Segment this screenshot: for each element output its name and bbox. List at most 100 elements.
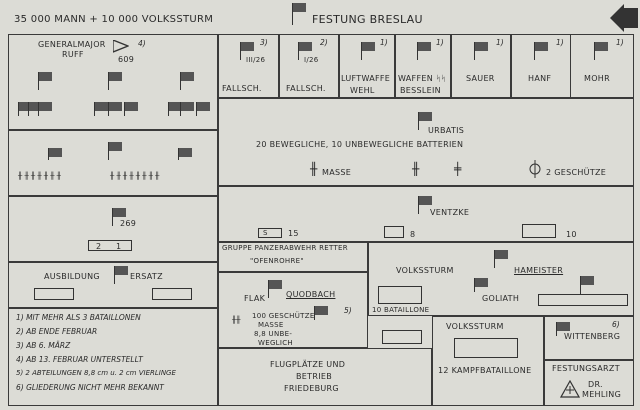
unit-4-note: 1) — [436, 38, 444, 47]
airfields-line1: FLUGPLÄTZE UND — [270, 360, 346, 369]
ventzke-box — [218, 186, 634, 242]
training-box — [8, 262, 218, 308]
unit-3-label: LUFTWAFFE — [341, 74, 391, 83]
ventzke-num8: 8 — [410, 230, 416, 239]
unit-2-label: FALLSCH. — [286, 84, 326, 93]
flak-flag-icon — [268, 280, 282, 298]
flak-note: 5) — [344, 306, 352, 315]
regiment-flag-8-icon — [180, 102, 194, 116]
unit-6-note: 1) — [556, 38, 564, 47]
footnotes-box — [8, 308, 218, 406]
regiment-flag-3-icon — [38, 102, 52, 116]
gun-symbol-icon: ╫ ╫ ╫ ╫ ╫ ╫ ╫ ╫ — [110, 172, 160, 180]
unit-flag-5-icon — [474, 42, 488, 60]
ventzke-unit-10 — [522, 224, 556, 238]
mid-flag-1-icon — [48, 148, 62, 160]
volkssturm2-label: VOLKSSTURM — [446, 322, 504, 331]
volkssturm-box — [368, 242, 634, 316]
unit-5-label: SAUER — [466, 74, 495, 83]
flak-sub-flag-icon — [314, 306, 328, 320]
header-strength: 35 000 MANN + 10 000 VOLKSSTURM — [14, 14, 214, 25]
footnote-2: 2) AB ENDE FEBRUAR — [16, 327, 98, 336]
training-label: AUSBILDUNG — [44, 272, 100, 281]
arrow-left-icon — [610, 4, 638, 32]
arzt-name2: MEHLING — [582, 390, 622, 399]
footnote-3: 3) AB 6. MÄRZ — [16, 341, 71, 350]
header-title: FESTUNG BRESLAU — [312, 13, 423, 26]
ventzke-num10: 10 — [566, 230, 577, 239]
regiment-flag-5-icon — [108, 102, 122, 116]
artillery-box — [218, 98, 634, 186]
heavy-gun-icon — [529, 160, 541, 178]
footnote-4: 4) AB 13. FEBRUAR UNTERSTELLT — [16, 355, 143, 364]
division-number: 269 — [120, 219, 137, 228]
unit-1-note: 3) — [260, 38, 268, 47]
flak-bewegl2: WEGLICH — [258, 339, 293, 347]
left-corps-box — [8, 34, 218, 130]
unit-3-sub: WEHL — [350, 86, 375, 95]
division-unit-2: 2 — [96, 242, 102, 251]
flak-masse: MASSE — [258, 321, 284, 329]
regiment-flag-4-icon — [94, 102, 108, 116]
medical-triangle-icon — [560, 380, 580, 398]
training-flag-icon — [114, 266, 128, 284]
artillery-commander: URBATIS — [428, 126, 465, 135]
s-unit-label: S — [263, 229, 268, 237]
unit-flag-1-icon — [240, 42, 254, 60]
volkssturm-strip-flag-icon — [580, 276, 594, 294]
volkssturm-bataillone: 10 BATAILLONE — [372, 306, 430, 314]
division-flag-icon — [112, 208, 126, 226]
mid-flag-2-icon — [108, 142, 122, 160]
unit-cell-4 — [395, 34, 451, 98]
volkssturm-unit-strip — [538, 294, 628, 306]
ventzke-unit-8 — [384, 226, 404, 238]
unit-1-id: III/26 — [246, 56, 266, 64]
unit-cell-2 — [279, 34, 339, 98]
unit-5-note: 1) — [496, 38, 504, 47]
unit-2-id: I/26 — [304, 56, 319, 64]
unit-2-note: 2) — [320, 38, 328, 47]
unit-cell-1 — [218, 34, 279, 98]
training-unit-left — [34, 288, 74, 300]
arzt-label: FESTUNGSARZT — [552, 364, 620, 373]
flak-bewegl: 8,8 UNBE- — [254, 330, 293, 338]
unit-flag-7-icon — [594, 42, 608, 60]
division-box — [8, 196, 218, 262]
flak-unit-box — [382, 330, 422, 344]
unit-cell-6 — [511, 34, 571, 98]
training-unit-right — [152, 288, 192, 300]
arzt-box — [544, 360, 634, 406]
artillery-guns: 2 GESCHÜTZE — [546, 168, 607, 177]
artillery-masse: MASSE — [322, 168, 352, 177]
regiment-flag-2-icon — [28, 102, 42, 116]
commander-flag-icon — [113, 40, 129, 53]
regiment-flag-9-icon — [196, 102, 210, 116]
artillery-gun-icon: ╪ — [454, 162, 462, 176]
commander-name: RUFF — [62, 50, 84, 59]
artillery-batteries: 20 BEWEGLICHE, 10 UNBEWEGLICHE BATTERIEN — [256, 140, 464, 149]
wittenberg-note: 6) — [612, 320, 620, 329]
unit-1-label: FALLSCH. — [222, 84, 262, 93]
s-unit-number: 15 — [288, 229, 299, 238]
brigade-flag-1-icon — [38, 72, 52, 90]
volkssturm-commander: HAMEISTER — [514, 266, 564, 275]
commander-number: 609 — [118, 55, 135, 64]
artillery-flag-icon — [418, 112, 432, 130]
airfields-line2: BETRIEB — [296, 372, 332, 381]
commander-rank: GENERALMAJOR — [38, 40, 106, 49]
ersatz-label: ERSATZ — [130, 272, 163, 281]
volkssturm-flag-icon — [494, 250, 508, 268]
flak-guns: 100 GESCHÜTZE — [252, 312, 315, 320]
unit-6-label: HANF — [528, 74, 552, 83]
airfields-box — [218, 348, 432, 406]
gun-symbol-icon: ╫ ╫ ╫ ╫ ╫ ╫ ╫ — [18, 172, 61, 180]
volkssturm-bataillone-box — [378, 286, 422, 304]
panzerabwehr-sub: "OFENROHRE" — [250, 257, 304, 265]
artillery-gun-icon: ╫ — [310, 162, 318, 176]
unit-4-sub: BESSLEIN — [400, 86, 441, 95]
flak-label: FLAK — [244, 294, 266, 303]
unit-flag-4-icon — [417, 42, 431, 60]
footnote-1: 1) MIT MEHR ALS 3 BATAILLONEN — [16, 313, 141, 322]
wittenberg-box — [544, 316, 634, 360]
regiment-flag-6-icon — [124, 102, 138, 116]
